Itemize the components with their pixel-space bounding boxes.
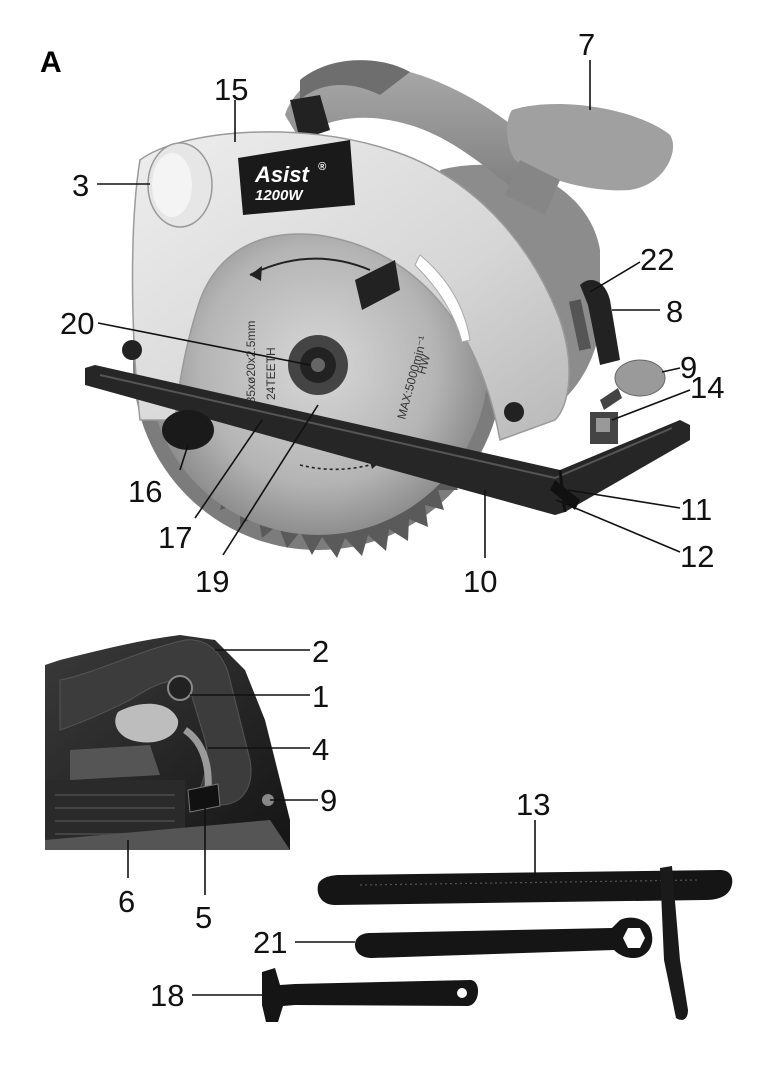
callout-2: 2 [312,634,329,669]
trigger-area [290,95,330,140]
callout-4: 4 [312,732,329,767]
callout-13: 13 [516,787,550,822]
callout-16: 16 [128,474,162,509]
callout-5: 5 [195,900,212,935]
cut-guide-notch [550,480,580,510]
callout-7: 7 [578,27,595,62]
blade-spec-teeth: 24TEETH [264,347,278,400]
callout-10: 10 [463,564,497,599]
callout-15: 15 [214,72,248,107]
front-auxiliary-handle [507,104,674,191]
bevel-locking-knob [614,359,666,397]
detail-upper-body [70,745,160,780]
callout-19: 19 [195,564,229,599]
base-plate-inner [99,374,673,480]
section-letter: A [40,46,62,79]
guard-rib [414,254,471,343]
callout-9-detail: 9 [320,783,337,818]
handle-detail-photo [45,635,290,850]
callout-labels: 7 15 3 22 8 20 9 14 16 11 17 12 19 10 2 … [60,27,724,1013]
callout-22: 22 [640,242,674,277]
callout-11: 11 [680,492,712,527]
callout-8: 8 [666,294,683,329]
parallel-guide [317,866,733,1020]
callout-17: 17 [158,520,192,555]
callout-18: 18 [150,978,184,1013]
callout-9: 9 [680,350,697,385]
rear-handle [285,66,560,210]
spanner-hex-hole [623,928,645,948]
blade-spec-hw: HW [414,352,433,376]
lower-guard-lever [355,260,400,310]
lock-off-button [167,675,193,701]
brand-registered-mark: ® [318,161,327,173]
pin-wrench [262,968,479,1022]
cord-guard [182,727,212,791]
callout-21: 21 [253,925,287,960]
callout-14: 14 [690,370,724,405]
handle-top [300,60,410,100]
depth-adjustment-bracket [580,280,620,365]
parallel-guide-screw [162,410,214,450]
brand-logo-plate: Asist ® 1200W [238,140,355,215]
brand-name: Asist [254,162,310,187]
front-handle-stem [505,160,560,215]
spanner-wrench [355,917,653,959]
circular-saw-illustration: 185xø20x2.5mm 24TEETH MAX:5000min⁻¹ HW A… [85,60,690,558]
leader-lines [97,60,691,996]
trigger-opening [115,703,179,743]
pin-wrench-hole [457,988,467,998]
depth-scale [568,299,592,351]
callout-20: 20 [60,306,94,341]
detail-locking-knob [187,783,221,813]
callout-12: 12 [680,539,714,574]
parallel-guide-foot [660,866,688,1020]
callout-3: 3 [72,168,89,203]
callout-6: 6 [118,884,135,919]
blade-spec-size: 185xø20x2.5mm [244,321,258,410]
guard-bolt [504,402,524,422]
power-rating: 1200W [255,187,304,204]
callout-1: 1 [312,679,329,714]
